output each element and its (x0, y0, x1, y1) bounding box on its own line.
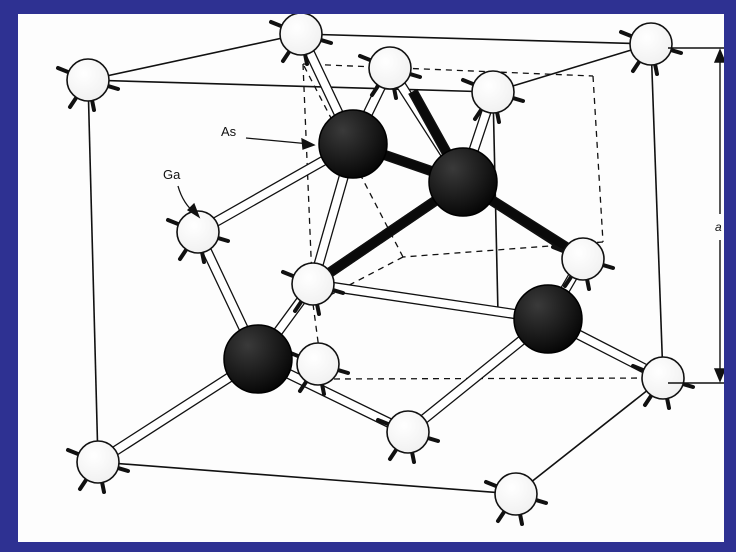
arsenic-atom (223, 324, 293, 394)
hidden-edge (322, 377, 664, 380)
hidden-edge (312, 303, 324, 380)
gallium-atom (286, 342, 350, 396)
hidden-edge (302, 63, 404, 258)
atoms (56, 14, 695, 526)
arsenic-atom (513, 284, 583, 354)
gallium-atom (269, 14, 333, 66)
gaas-unit-cell-diagram: a As Ga (56, 14, 724, 526)
cube-edge (87, 79, 494, 93)
hidden-edge (592, 75, 604, 243)
gallium-atom (281, 262, 345, 316)
cube-edge (492, 43, 652, 93)
lattice-constant-label: a (715, 220, 722, 234)
arsenic-atom (428, 147, 498, 217)
gallium-atom (166, 210, 230, 264)
gallium-atom (551, 237, 615, 291)
gallium-label: Ga (163, 167, 181, 182)
cube-edge (515, 377, 664, 495)
cube-edge (300, 33, 652, 45)
gallium-atom (376, 410, 440, 464)
label-arrows (177, 137, 316, 219)
cube-edges-solid (87, 33, 664, 495)
cube-edge (87, 79, 99, 463)
arsenic-label: As (221, 124, 237, 139)
gallium-atom (619, 22, 683, 76)
gallium-atom (631, 356, 695, 410)
gallium-atom (358, 46, 422, 100)
hidden-edge (312, 256, 404, 305)
cube-edge (97, 461, 517, 495)
bond (311, 278, 550, 325)
diagram-panel: a As Ga (18, 14, 724, 542)
gallium-atom (461, 70, 525, 124)
gallium-atom (66, 440, 130, 494)
cube-edge (87, 33, 302, 81)
gallium-atom (484, 472, 548, 526)
arsenic-atom (318, 109, 388, 179)
lattice-dimension (668, 47, 724, 384)
gallium-atom (56, 58, 120, 112)
cube-edge (650, 43, 664, 379)
hidden-edge (302, 63, 594, 77)
